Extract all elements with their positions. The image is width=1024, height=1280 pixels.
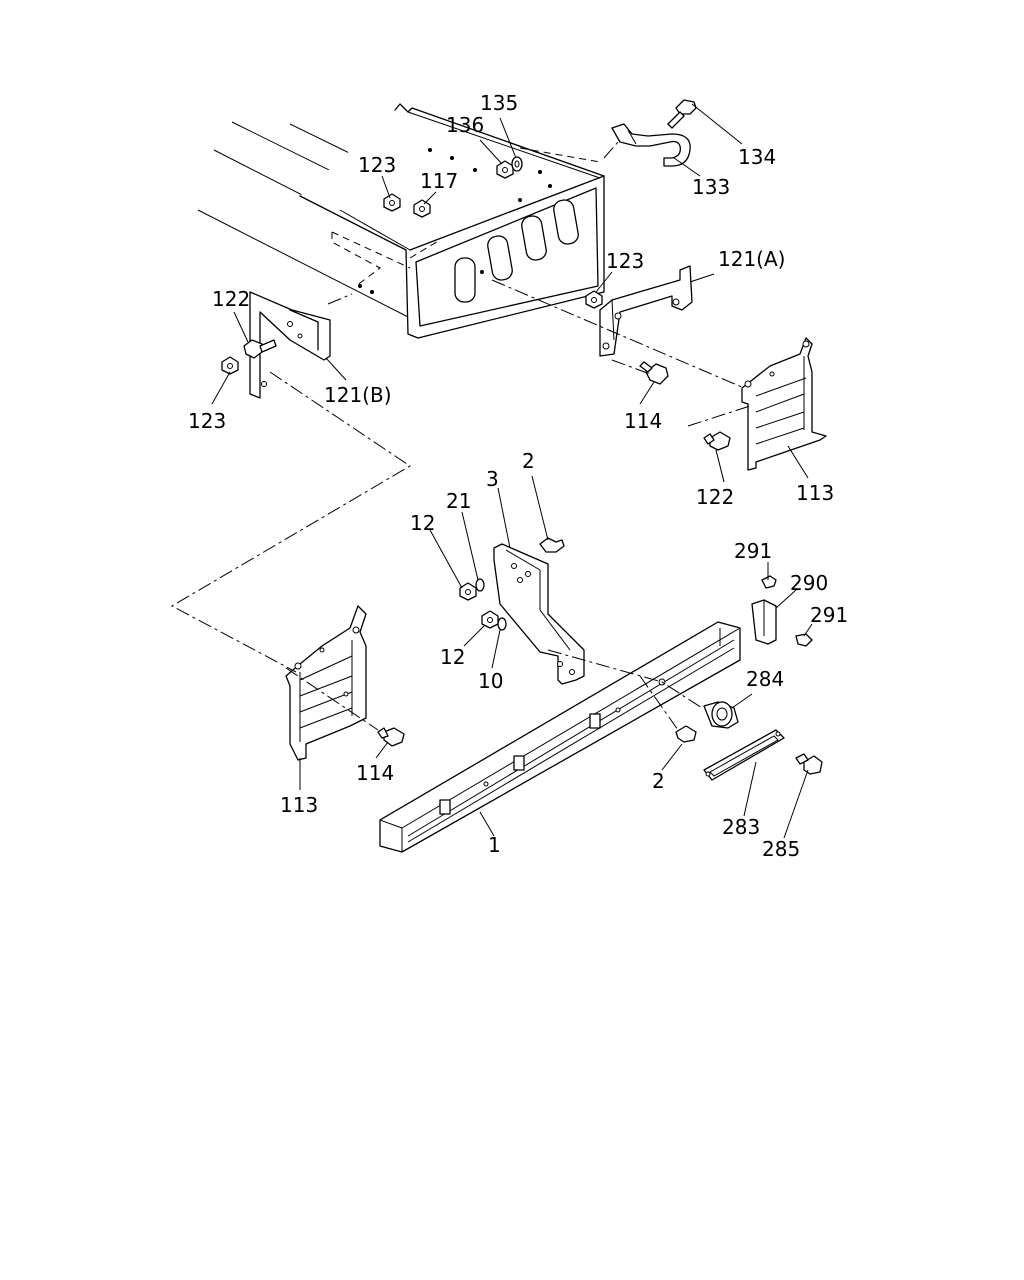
- nut-12-bottom: [481, 610, 499, 629]
- callout-113-left: 113: [280, 793, 318, 817]
- step-bracket-113-right: [741, 337, 827, 471]
- frame-nut-117: [413, 199, 431, 218]
- leader-lines: [211, 103, 813, 839]
- bolt-122-right: [703, 431, 731, 451]
- plate-283: [703, 729, 785, 781]
- clip-290: [751, 599, 777, 645]
- step-bracket-113-left: [285, 605, 367, 761]
- tow-hook-133: [611, 123, 691, 167]
- nut-136: [496, 160, 514, 179]
- callout-134: 134: [738, 145, 776, 169]
- nut-123-left: [221, 356, 239, 375]
- callout-113-right: 113: [796, 481, 834, 505]
- callout-121a: 121(A): [718, 247, 785, 271]
- bolt-114-left: [377, 727, 405, 747]
- callout-123-right: 123: [606, 249, 644, 273]
- callout-284: 284: [746, 667, 784, 691]
- callout-283: 283: [722, 815, 760, 839]
- bracket-121b: [249, 291, 331, 399]
- callout-291-right: 291: [810, 603, 848, 627]
- callout-114-left: 114: [356, 761, 394, 785]
- frame-rear-end: [197, 103, 605, 339]
- callout-122-right: 122: [696, 485, 734, 509]
- callout-121b: 121(B): [324, 383, 392, 407]
- callout-3: 3: [486, 467, 499, 491]
- callout-285: 285: [762, 837, 800, 861]
- callout-133: 133: [692, 175, 730, 199]
- nut-12-top: [459, 582, 477, 601]
- bolt-122-left: [243, 339, 277, 359]
- assembly-centerlines: [170, 141, 751, 731]
- callout-290: 290: [790, 571, 828, 595]
- bolt-114-right: [639, 361, 669, 385]
- bracket-121a: [599, 265, 693, 357]
- callout-135: 135: [480, 91, 518, 115]
- callout-291-top: 291: [734, 539, 772, 563]
- rear-bumper-1: [379, 621, 741, 853]
- callout-12-top: 12: [410, 511, 435, 535]
- callout-labels: 135 136 134 133 123 117 123 121(A) 122 1…: [188, 91, 848, 861]
- screw-291-top: [761, 575, 777, 589]
- washer-10: [497, 617, 507, 631]
- callout-2-top: 2: [522, 449, 535, 473]
- callout-10: 10: [478, 669, 503, 693]
- callout-12-bottom: 12: [440, 645, 465, 669]
- nut-123-right: [585, 290, 603, 309]
- callout-21: 21: [446, 489, 471, 513]
- callout-114-right: 114: [624, 409, 662, 433]
- washer-135: [511, 156, 523, 172]
- callout-2-bottom: 2: [652, 769, 665, 793]
- screw-291-right: [795, 633, 813, 647]
- callout-123-top: 123: [358, 153, 396, 177]
- callout-136: 136: [446, 113, 484, 137]
- washer-21: [475, 578, 485, 592]
- spacer-284: [703, 701, 739, 729]
- callout-117: 117: [420, 169, 458, 193]
- callout-123-left: 123: [188, 409, 226, 433]
- bolt-2-top: [539, 537, 565, 553]
- bolt-285: [795, 753, 823, 775]
- callout-1: 1: [488, 833, 501, 857]
- mount-bracket-3: [493, 543, 585, 685]
- callout-122-left: 122: [212, 287, 250, 311]
- bolt-2-bottom: [675, 725, 697, 743]
- frame-nut-123: [383, 193, 401, 212]
- bolt-134: [667, 99, 697, 129]
